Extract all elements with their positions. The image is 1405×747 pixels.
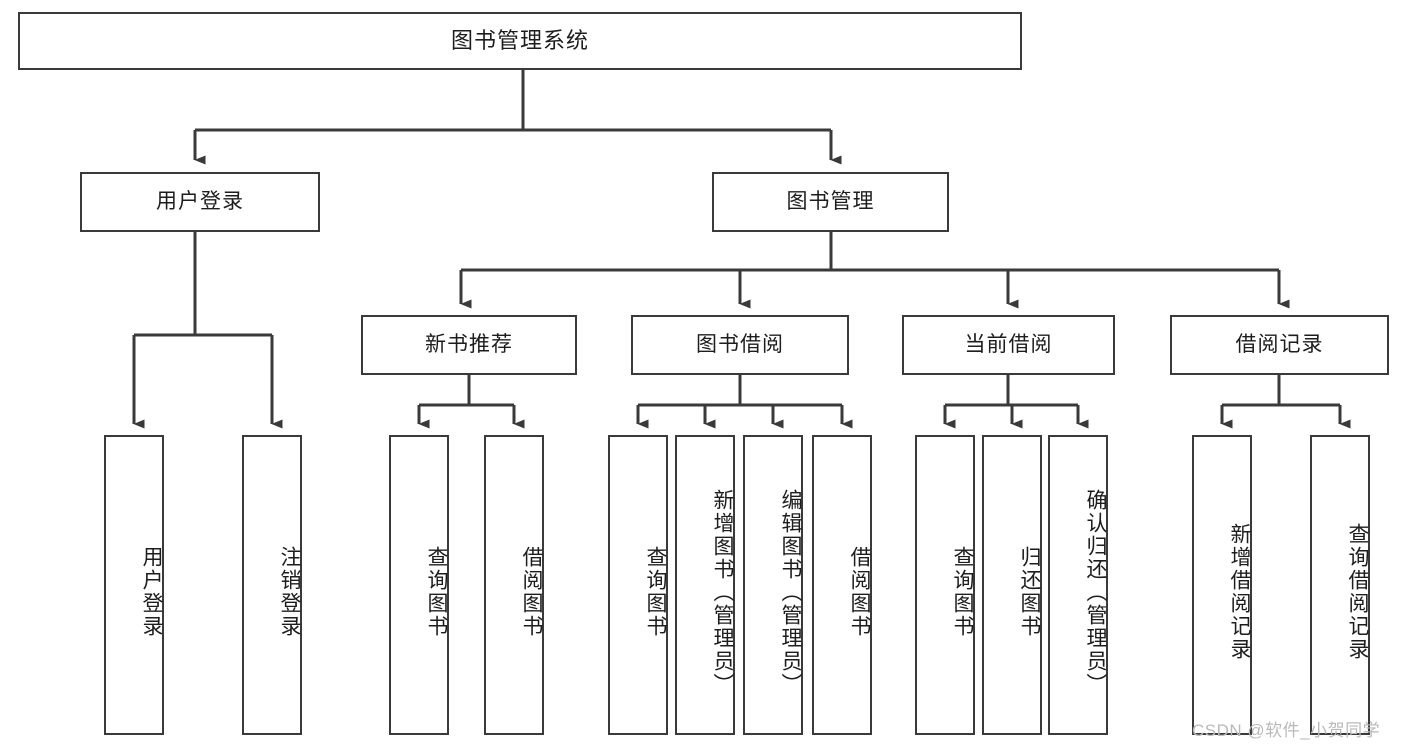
node-label: 查询图书 xyxy=(951,546,974,638)
node-label: 用户登录 xyxy=(140,546,163,638)
node-leaf-borrow-book-2[interactable]: 借阅图书 xyxy=(812,435,872,735)
node-label: 查询图书 xyxy=(644,546,667,638)
node-leaf-query-book-2[interactable]: 查询图书 xyxy=(608,435,668,735)
node-label: 当前借阅 xyxy=(964,333,1053,357)
node-leaf-edit-book[interactable]: 编辑图书（管理员） xyxy=(743,435,803,735)
node-borrow-record[interactable]: 借阅记录 xyxy=(1170,315,1389,375)
node-label: 新增借阅记录 xyxy=(1228,523,1251,661)
node-leaf-return-book[interactable]: 归还图书 xyxy=(982,435,1042,735)
node-label: 新书推荐 xyxy=(425,333,513,357)
node-leaf-logout[interactable]: 注销登录 xyxy=(242,435,302,735)
node-label: 新增图书（管理员） xyxy=(711,488,734,696)
node-label: 图书管理系统 xyxy=(450,27,589,53)
node-leaf-add-record[interactable]: 新增借阅记录 xyxy=(1192,435,1252,735)
node-label: 编辑图书（管理员） xyxy=(779,488,802,696)
node-current-borrow[interactable]: 当前借阅 xyxy=(902,315,1115,375)
node-leaf-confirm-return[interactable]: 确认归还（管理员） xyxy=(1048,435,1108,735)
node-label: 确认归还（管理员） xyxy=(1084,488,1107,696)
node-leaf-query-book-1[interactable]: 查询图书 xyxy=(389,435,449,735)
node-label: 借阅记录 xyxy=(1235,333,1324,357)
node-root-system[interactable]: 图书管理系统 xyxy=(18,12,1022,70)
node-new-book-recommend[interactable]: 新书推荐 xyxy=(361,315,577,375)
node-leaf-query-record[interactable]: 查询借阅记录 xyxy=(1310,435,1370,735)
node-label: 归还图书 xyxy=(1018,546,1041,638)
node-book-management[interactable]: 图书管理 xyxy=(712,172,949,232)
node-label: 注销登录 xyxy=(278,546,301,638)
node-label: 借阅图书 xyxy=(520,546,543,638)
node-user-login[interactable]: 用户登录 xyxy=(80,172,320,232)
node-label: 图书管理 xyxy=(786,190,875,214)
node-leaf-add-book[interactable]: 新增图书（管理员） xyxy=(675,435,735,735)
node-leaf-query-book-3[interactable]: 查询图书 xyxy=(915,435,975,735)
csdn-watermark: CSDN @软件_小贺同学 xyxy=(1192,721,1381,740)
node-label: 借阅图书 xyxy=(848,546,871,638)
node-label: 查询借阅记录 xyxy=(1346,523,1369,661)
node-book-borrow[interactable]: 图书借阅 xyxy=(631,315,849,375)
node-label: 查询图书 xyxy=(425,546,448,638)
node-leaf-borrow-book-1[interactable]: 借阅图书 xyxy=(484,435,544,735)
node-label: 图书借阅 xyxy=(696,333,784,357)
node-label: 用户登录 xyxy=(156,190,244,214)
node-leaf-user-login[interactable]: 用户登录 xyxy=(104,435,164,735)
